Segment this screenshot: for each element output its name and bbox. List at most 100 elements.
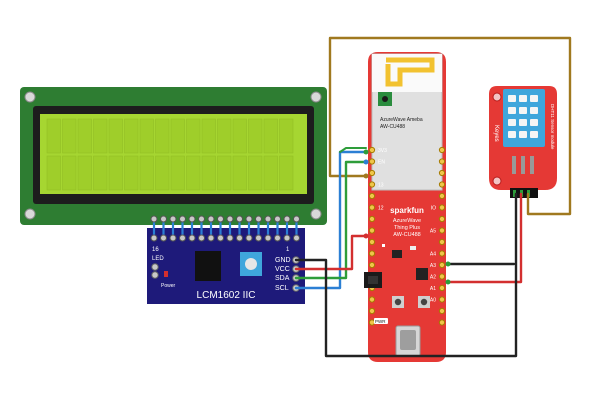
- board-header-pin: [368, 296, 376, 303]
- lcd-header-pin: [150, 215, 158, 223]
- dht-grille-slot: [530, 107, 538, 114]
- lcd-character-cell: [170, 155, 185, 191]
- board-header-pin: [368, 319, 376, 326]
- dht-grille-slot: [530, 95, 538, 102]
- lcd-header-pin: [283, 215, 291, 223]
- smd-part: [382, 244, 385, 247]
- board-pin-label: A1: [430, 286, 436, 292]
- board-header-pin: [368, 204, 376, 211]
- dht-lead: [530, 156, 534, 174]
- wire-end: [363, 149, 369, 155]
- dht-grille: [508, 95, 538, 138]
- backpack-header-pin: [207, 234, 215, 242]
- backpack-header-pin: [226, 234, 234, 242]
- reset-button-cap[interactable]: [394, 298, 402, 306]
- board-header-pin: [368, 250, 376, 257]
- lcd-character-cell: [108, 118, 123, 154]
- dht-mount-hole: [492, 92, 502, 102]
- lcd-character-cell: [217, 118, 232, 154]
- dht-grille-slot: [530, 131, 538, 138]
- backpack-header-pin: [169, 234, 177, 242]
- board-header-pin: [438, 250, 446, 257]
- lcd-header-pin: [245, 215, 253, 223]
- dht-grille-slot: [508, 119, 516, 126]
- board-header-pin: [438, 169, 446, 177]
- lcd-character-cell: [124, 118, 139, 154]
- board-pin-label: A0: [430, 298, 436, 304]
- backpack-header-pin: [255, 234, 262, 242]
- module-text-line-1: AzureWave Ameba: [380, 117, 423, 123]
- backpack-header-pin: [264, 234, 272, 242]
- lcd-mount-hole: [310, 208, 322, 220]
- lcd-module: [20, 87, 327, 225]
- lcd-character-cell: [201, 155, 216, 191]
- dht-grille-slot: [519, 119, 527, 126]
- dht-pin-gnd: [513, 190, 516, 197]
- board-header-pin: [438, 192, 446, 200]
- wire-blue-scl: [294, 150, 368, 290]
- board-header-pin: [368, 158, 376, 165]
- wire-green-sda: [294, 160, 368, 280]
- backpack-header-pins: [150, 215, 300, 242]
- lcd-character-cell: [77, 118, 92, 154]
- backpack-header-pin: [150, 234, 158, 242]
- board-pin-label: A4: [430, 252, 436, 258]
- board-header-pin: [368, 169, 376, 177]
- pwr-switch[interactable]: [374, 318, 388, 324]
- dht-grille-slot: [519, 131, 527, 138]
- lcd-character-cell: [186, 118, 201, 154]
- board-pin-label: 3V3: [378, 148, 387, 154]
- dht-sensor-module: Keyes DHT11 Sensor module: [489, 86, 557, 198]
- lcd-character-cell: [77, 155, 92, 191]
- lcd-mount-hole: [24, 91, 36, 103]
- wire-red-vcc-lcd: [294, 234, 368, 271]
- board-header-pin: [438, 319, 446, 326]
- wire-red-vcc-dht: [446, 192, 523, 284]
- lcd-mount-hole: [310, 91, 322, 103]
- board-header-pin: [438, 296, 446, 303]
- boot-button-cap[interactable]: [420, 298, 428, 306]
- lcd-header-pin: [169, 215, 177, 223]
- lcd-header-pin: [217, 215, 224, 223]
- board-header-pin: [438, 284, 446, 292]
- board-header-pin: [438, 307, 446, 315]
- board-title-line-2: Thing Plus: [394, 225, 420, 231]
- battery-connector-socket: [368, 276, 378, 284]
- u-fl-socket: [382, 96, 388, 102]
- dht-grille-slot: [530, 119, 538, 126]
- board-header-pin: [368, 227, 376, 234]
- backpack-header-pin: [274, 234, 281, 242]
- backpack-header-pin: [293, 234, 300, 242]
- lcd-character-cell: [186, 155, 201, 191]
- usb-c-port-inner: [400, 330, 416, 350]
- lcd-character-cell: [62, 155, 77, 191]
- dht-grille-slot: [519, 95, 527, 102]
- i2c-backpack: 16 LED Power 1 GND VCC SDA SCL LCM1602 I…: [147, 215, 305, 304]
- lcd-character-cell: [155, 118, 170, 154]
- led-jumper-pin: [151, 263, 159, 271]
- board-header-pin: [368, 238, 376, 246]
- dht-header: [510, 188, 538, 198]
- wire-black-gnd-lcd: [294, 192, 518, 358]
- lcd-character-cell: [139, 155, 154, 191]
- lcd-header-pin: [207, 215, 215, 223]
- backpack-header-pin: [236, 234, 243, 242]
- board-header-pin: [438, 227, 446, 234]
- backpack-header-pin: [283, 234, 291, 242]
- board-header-pin: [368, 181, 376, 188]
- lcd-character-cell: [263, 155, 278, 191]
- lcd-character-cell: [46, 155, 61, 191]
- led-jumper-pin: [151, 271, 159, 279]
- dht-lead: [512, 156, 516, 174]
- lcd-header-pin: [274, 215, 281, 223]
- lcd-character-cell: [248, 118, 263, 154]
- board-header-pin: [368, 261, 376, 269]
- pin-16-label: 16: [152, 247, 159, 253]
- gnd-pin-label: GND: [275, 257, 291, 264]
- smd-part: [410, 246, 416, 250]
- board-pin-label: IO: [431, 206, 436, 212]
- board-header-pin: [438, 181, 446, 188]
- backpack-header-pin: [179, 234, 186, 242]
- board-pin-label: EN: [378, 160, 385, 166]
